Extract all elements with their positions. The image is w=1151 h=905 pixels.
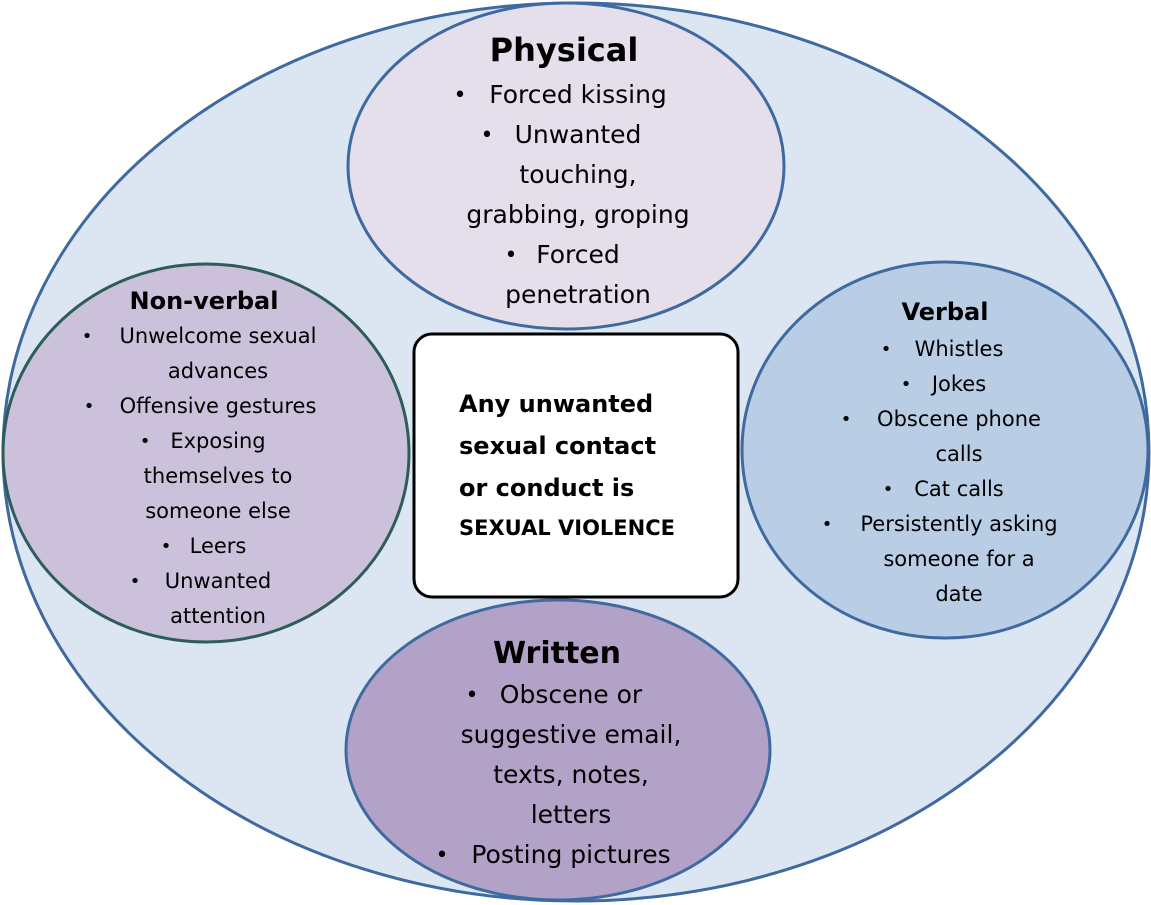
physical-title: Physical (490, 31, 639, 69)
physical-item-line: touching, (519, 160, 636, 189)
physical-group: Physical • Forced kissing • Unwanted tou… (346, 1, 786, 331)
verbal-group: Verbal • Whistles • Jokes • Obscene phon… (740, 260, 1150, 640)
verbal-item-line: calls (935, 442, 982, 466)
verbal-item-line: Obscene phone (877, 407, 1041, 431)
physical-item-line: grabbing, groping (466, 200, 689, 229)
written-item-line: suggestive email, (461, 720, 682, 749)
nonverbal-item-line: Leers (190, 534, 247, 558)
nonverbal-item-line: Offensive gestures (120, 394, 317, 418)
physical-item-line: Forced (536, 240, 620, 269)
verbal-item-line: Persistently asking (860, 512, 1057, 536)
physical-bullet: • (481, 123, 494, 148)
verbal-item-line: someone for a (883, 547, 1034, 571)
physical-item-line: Unwanted (515, 120, 642, 149)
center-box (412, 332, 740, 599)
nonverbal-bullet: • (130, 571, 141, 592)
nonverbal-bullet: • (161, 536, 172, 557)
center-line-3: or conduct is (459, 474, 634, 502)
center-line-4: SEXUAL VIOLENCE (459, 516, 675, 540)
written-bullet: • (436, 843, 449, 868)
verbal-bullet: • (901, 374, 912, 395)
nonverbal-bullet: • (140, 431, 151, 452)
nonverbal-item-line: themselves to (144, 464, 293, 488)
written-group: Written • Obscene or suggestive email, t… (344, 598, 772, 902)
nonverbal-item-line: Unwelcome sexual (120, 324, 317, 348)
physical-item-line: Forced kissing (489, 80, 667, 109)
verbal-item-line: Jokes (930, 372, 986, 396)
physical-ellipse (346, 1, 786, 331)
written-item-line: Posting pictures (471, 840, 670, 869)
nonverbal-bullet: • (82, 326, 93, 347)
written-item-line: Obscene or (500, 680, 643, 709)
nonverbal-item-line: Exposing (170, 429, 265, 453)
written-title: Written (493, 636, 621, 671)
verbal-item-line: Whistles (915, 337, 1004, 361)
center-line-1: Any unwanted (459, 390, 653, 418)
nonverbal-item-line: Unwanted (165, 569, 272, 593)
nonverbal-item-line: attention (170, 604, 266, 628)
center-box-group: Any unwanted sexual contact or conduct i… (412, 332, 740, 599)
nonverbal-ellipse (1, 262, 411, 644)
nonverbal-item-line: advances (168, 359, 268, 383)
written-item-line: texts, notes, (493, 760, 649, 789)
nonverbal-item-line: someone else (145, 499, 291, 523)
verbal-item-line: date (935, 582, 982, 606)
nonverbal-group: Non-verbal • Unwelcome sexual advances •… (1, 262, 411, 644)
physical-item-line: penetration (505, 280, 651, 309)
verbal-bullet: • (841, 409, 852, 430)
verbal-ellipse (740, 260, 1150, 640)
written-ellipse (344, 598, 772, 902)
physical-bullet: • (454, 83, 467, 108)
verbal-title: Verbal (902, 298, 989, 326)
physical-bullet: • (505, 243, 518, 268)
nonverbal-title: Non-verbal (130, 287, 279, 315)
verbal-bullet: • (822, 514, 833, 535)
nonverbal-bullet: • (84, 396, 95, 417)
verbal-bullet: • (883, 479, 894, 500)
verbal-item-line: Cat calls (914, 477, 1003, 501)
verbal-bullet: • (881, 339, 892, 360)
written-bullet: • (466, 683, 479, 708)
center-line-2: sexual contact (459, 432, 656, 460)
written-item-line: letters (531, 800, 612, 829)
